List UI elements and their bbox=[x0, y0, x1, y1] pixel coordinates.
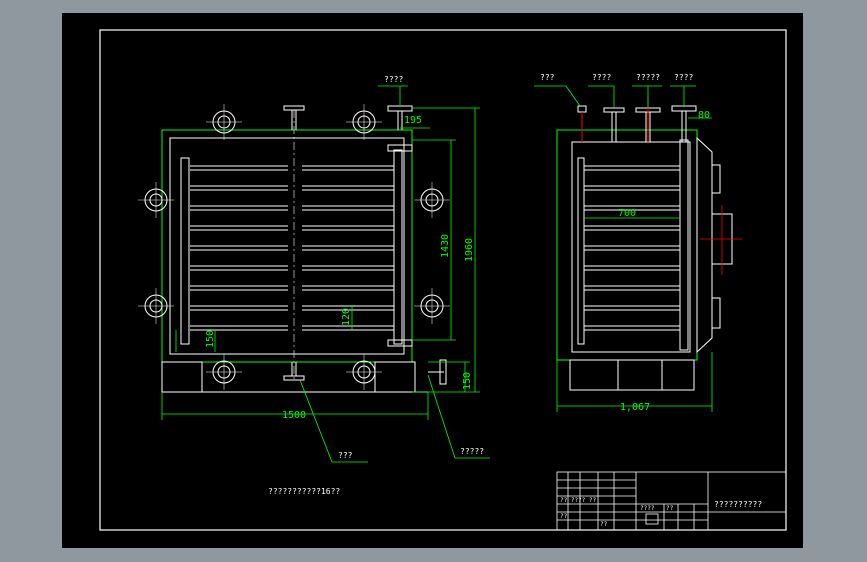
title-block-cell-b: ???? bbox=[640, 505, 655, 512]
front-port-group bbox=[138, 104, 450, 390]
title-block-title: ?????????? bbox=[714, 500, 762, 509]
side-shelf-group bbox=[584, 165, 680, 331]
side-door bbox=[696, 136, 713, 354]
label-bottom-left: ??? bbox=[338, 451, 353, 460]
top-nozzle bbox=[283, 105, 305, 130]
dim-shelf: 700 bbox=[618, 208, 636, 219]
front-hinge-top bbox=[387, 144, 413, 152]
dim-height: 1960 bbox=[464, 238, 475, 262]
label-side-3: ????? bbox=[636, 73, 660, 82]
label-bottom-right: ????? bbox=[460, 447, 484, 456]
label-side-2: ???? bbox=[592, 73, 611, 82]
drawing-sheet bbox=[62, 13, 803, 548]
front-dimensions bbox=[161, 107, 480, 420]
side-base bbox=[569, 359, 695, 391]
dim-leg-height: 150 bbox=[462, 372, 473, 390]
front-casing-outer bbox=[161, 129, 413, 363]
dim-top-offset: 195 bbox=[404, 115, 422, 126]
dim-flange: 80 bbox=[698, 110, 710, 121]
drawing-caption: ???????????16?? bbox=[268, 487, 340, 496]
side-rail-left bbox=[577, 157, 585, 345]
title-block-cell-d: ?? bbox=[600, 521, 608, 528]
front-view: 1500 1960 1430 195 120 150 150 ???? ??? … bbox=[138, 75, 490, 463]
dim-width: 1500 bbox=[282, 410, 306, 421]
label-side-1: ??? bbox=[540, 73, 555, 82]
front-rail-left bbox=[180, 157, 190, 345]
side-dimensions bbox=[556, 117, 713, 412]
front-rail-right bbox=[393, 149, 403, 345]
side-casing-inner bbox=[571, 141, 691, 353]
front-shelf-group bbox=[190, 165, 394, 331]
front-hinge-bottom bbox=[387, 339, 413, 347]
side-valve bbox=[428, 359, 447, 385]
side-view: 700 1,067 80 ??? ???? ????? ???? bbox=[534, 73, 742, 413]
title-block-cell-a: ?? ???? ?? bbox=[560, 497, 597, 504]
dim-depth: 1,067 bbox=[620, 402, 650, 413]
side-handle-top bbox=[711, 164, 721, 194]
drawing-frame bbox=[99, 29, 787, 531]
side-handle-bottom bbox=[711, 297, 721, 329]
title-block-cell-c: ?? bbox=[560, 513, 568, 520]
label-top-nozzle: ???? bbox=[384, 75, 403, 84]
side-leaders bbox=[534, 85, 696, 108]
dim-inner-height: 1430 bbox=[440, 234, 451, 258]
title-block-cell-e: ?? bbox=[666, 505, 674, 512]
title-block bbox=[556, 471, 787, 531]
label-side-4: ???? bbox=[674, 73, 693, 82]
side-rail-right bbox=[679, 139, 689, 351]
dim-pitch: 120 bbox=[341, 308, 352, 326]
dim-bottom-margin: 150 bbox=[205, 330, 216, 348]
bottom-nozzle bbox=[283, 362, 305, 381]
front-leaders bbox=[299, 85, 490, 463]
